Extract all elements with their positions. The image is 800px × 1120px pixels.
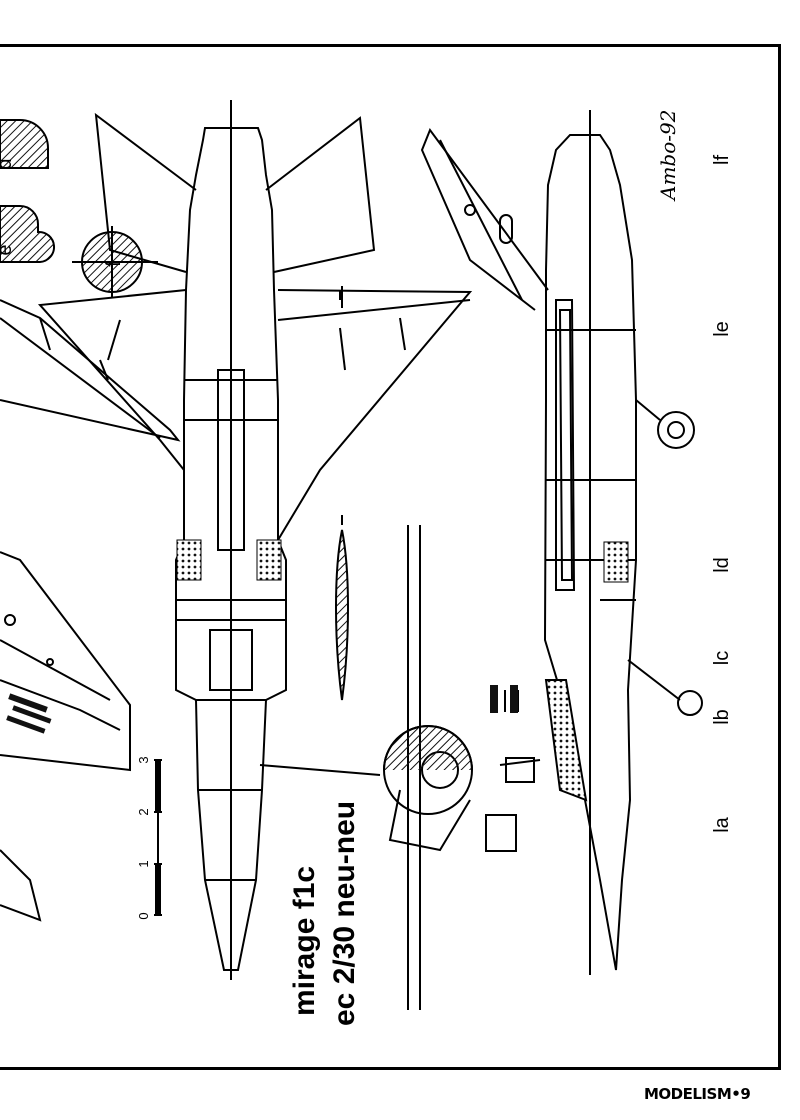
brand-dot: •: [731, 1085, 741, 1103]
missile-fin-1: [490, 685, 498, 713]
cross-section-profiles: [0, 119, 158, 298]
section-label-le: le: [711, 321, 733, 337]
scale-label-2: 2: [136, 808, 151, 816]
airfoil-section: [335, 529, 349, 701]
section-label-lc: lc: [711, 650, 733, 666]
page-number: 9: [740, 1085, 751, 1103]
profile-label-e: e: [0, 235, 19, 265]
section-label-ld: ld: [711, 557, 733, 573]
frame-border-bottom: [0, 1067, 781, 1070]
side-vent: [603, 541, 629, 583]
missile-fin-2: [510, 685, 518, 713]
partial-wing-upper: [0, 299, 181, 442]
scale-label-0: 0: [136, 912, 151, 920]
frame-border-right: [778, 44, 781, 1070]
magazine-brand: MODELISM: [644, 1085, 732, 1103]
plan-view: [37, 100, 473, 980]
artist-signature: Ambo-92: [656, 109, 680, 200]
profile-label-d: d: [0, 149, 19, 179]
frame-border-top: [0, 44, 781, 47]
wing-markings-lower: [6, 693, 52, 734]
plan-vent-left: [176, 539, 202, 581]
section-label-lf: lf: [711, 155, 733, 165]
side-view: [420, 110, 703, 975]
scale-bar: [154, 759, 162, 916]
partial-wing-lower: [0, 551, 131, 922]
drawing-title-line1: mirage f1c: [288, 865, 321, 1016]
plan-vent-right: [256, 539, 282, 581]
drawing-title-line2: ec 2/30 neu-neu: [328, 800, 361, 1026]
scale-label-1: 1: [136, 860, 151, 868]
section-label-lb: lb: [711, 709, 733, 725]
magazine-footer: MODELISM•9: [644, 1085, 751, 1103]
profile-label-f: f: [103, 261, 125, 267]
scale-label-3: 3: [136, 756, 151, 764]
section-label-la: la: [711, 817, 733, 833]
